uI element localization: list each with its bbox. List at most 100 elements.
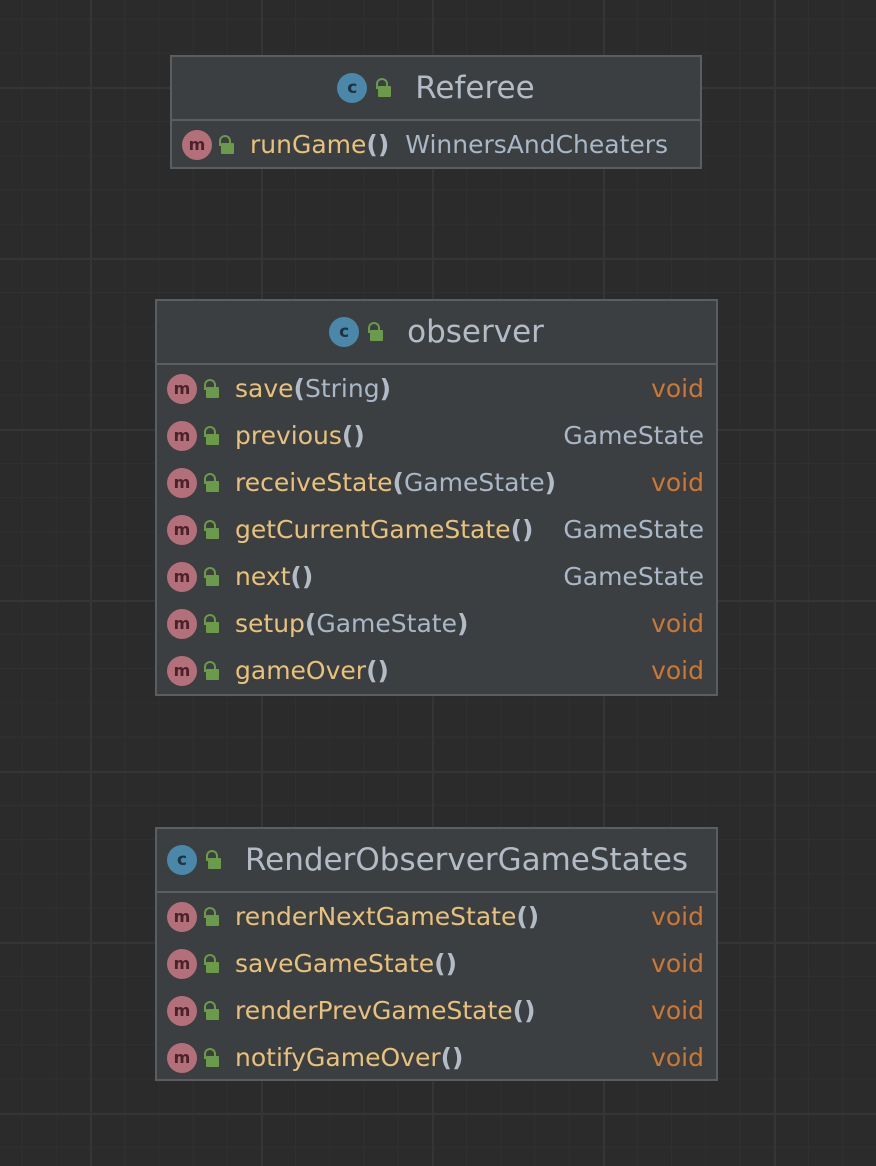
- open-paren: (: [341, 421, 354, 450]
- open-paren: (: [366, 130, 378, 159]
- method-name: renderPrevGameState: [235, 996, 513, 1025]
- method-icon: m: [167, 655, 197, 686]
- return-type: void: [651, 949, 704, 978]
- public-lock-icon: [367, 322, 384, 342]
- return-type: void: [651, 996, 704, 1025]
- member-row[interactable]: m previous() GameState: [157, 412, 716, 459]
- close-paren: ): [377, 656, 389, 685]
- return-type: GameState: [563, 515, 704, 544]
- method-signature: notifyGameOver(): [235, 1043, 463, 1072]
- return-type: void: [651, 1043, 704, 1072]
- method-icon: m: [167, 561, 197, 592]
- public-lock-icon: [203, 1000, 219, 1021]
- close-paren: ): [452, 1043, 464, 1072]
- public-lock-icon: [203, 425, 219, 446]
- close-paren: ): [522, 515, 534, 544]
- open-paren: (: [510, 515, 522, 544]
- class-box-render-observer-game-states[interactable]: c RenderObserverGameStates m renderNextGa…: [155, 827, 718, 1081]
- return-type: void: [651, 902, 704, 931]
- method-parameter: GameState: [403, 468, 545, 497]
- public-lock-icon: [203, 906, 219, 927]
- method-icon: m: [167, 420, 197, 451]
- return-type: GameState: [563, 421, 704, 450]
- method-name: gameOver: [235, 656, 367, 685]
- open-paren: (: [366, 656, 378, 685]
- member-row[interactable]: m getCurrentGameState() GameState: [157, 506, 716, 553]
- method-icon: m: [167, 373, 197, 404]
- method-icon: m: [167, 948, 197, 979]
- return-type: WinnersAndCheaters: [405, 130, 669, 159]
- method-signature: renderNextGameState(): [235, 902, 539, 931]
- public-lock-icon: [203, 1047, 219, 1068]
- method-icon: m: [167, 514, 197, 545]
- method-parameter: String: [304, 374, 380, 403]
- class-header: c observer: [157, 301, 716, 365]
- method-icon: m: [167, 901, 197, 932]
- open-paren: (: [290, 562, 302, 591]
- open-paren: (: [392, 468, 404, 497]
- method-signature: previous(): [235, 421, 365, 450]
- method-signature: runGame(): [250, 130, 389, 159]
- return-type: void: [651, 609, 704, 638]
- method-icon: m: [167, 1042, 197, 1073]
- class-box-observer[interactable]: c observer m save(String) void m previous() G…: [155, 299, 718, 696]
- open-paren: (: [304, 609, 317, 638]
- class-header: c Referee: [172, 57, 700, 121]
- method-signature: save(String): [235, 374, 391, 403]
- class-icon: c: [329, 317, 360, 347]
- public-lock-icon: [203, 613, 219, 634]
- method-name: setup: [235, 609, 305, 638]
- method-signature: renderPrevGameState(): [235, 996, 536, 1025]
- method-signature: setup(GameState): [235, 609, 468, 638]
- public-lock-icon: [203, 566, 219, 587]
- method-name: next: [235, 562, 291, 591]
- method-signature: gameOver(): [235, 656, 389, 685]
- close-paren: ): [377, 130, 390, 159]
- public-lock-icon: [375, 78, 392, 98]
- member-row[interactable]: m saveGameState() void: [157, 940, 716, 987]
- class-header: c RenderObserverGameStates: [157, 829, 716, 893]
- method-icon: m: [167, 995, 197, 1026]
- public-lock-icon: [203, 472, 219, 493]
- method-parameter: GameState: [316, 609, 457, 638]
- member-row[interactable]: m notifyGameOver() void: [157, 1034, 716, 1081]
- class-name: RenderObserverGameStates: [245, 842, 689, 878]
- close-paren: ): [301, 562, 314, 591]
- close-paren: ): [456, 609, 469, 638]
- method-name: renderNextGameState: [235, 902, 517, 931]
- method-name: saveGameState: [235, 949, 435, 978]
- member-row[interactable]: m renderPrevGameState() void: [157, 987, 716, 1034]
- open-paren: (: [516, 902, 528, 931]
- member-row[interactable]: m renderNextGameState() void: [157, 893, 716, 940]
- public-lock-icon: [203, 378, 219, 399]
- method-icon: m: [167, 467, 197, 498]
- close-paren: ): [353, 421, 365, 450]
- close-paren: ): [445, 949, 457, 978]
- open-paren: (: [293, 374, 305, 403]
- close-paren: ): [544, 468, 557, 497]
- method-signature: getCurrentGameState(): [235, 515, 533, 544]
- class-name: Referee: [415, 70, 535, 106]
- close-paren: ): [379, 374, 392, 403]
- close-paren: ): [527, 902, 540, 931]
- open-paren: (: [440, 1043, 453, 1072]
- public-lock-icon: [205, 850, 221, 870]
- member-row[interactable]: m gameOver() void: [157, 647, 716, 694]
- return-type: void: [651, 656, 704, 685]
- public-lock-icon: [203, 519, 219, 540]
- class-name: observer: [407, 314, 544, 350]
- close-paren: ): [524, 996, 536, 1025]
- method-name: notifyGameOver: [235, 1043, 441, 1072]
- return-type: void: [651, 468, 704, 497]
- method-signature: next(): [235, 562, 313, 591]
- open-paren: (: [434, 949, 446, 978]
- method-signature: saveGameState(): [235, 949, 457, 978]
- public-lock-icon: [218, 134, 234, 155]
